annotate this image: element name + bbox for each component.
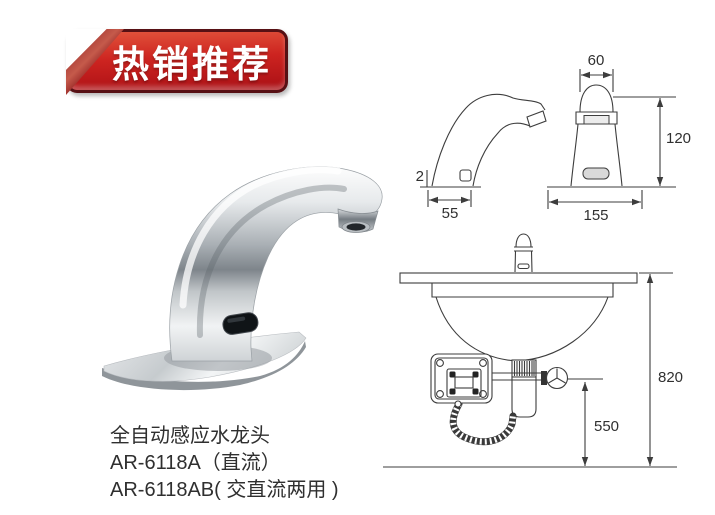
front-view-drawing: 60 120 155: [547, 52, 691, 224]
dim-body-height: 120: [666, 130, 691, 147]
dim-base-depth: 55: [442, 205, 459, 222]
product-model-dc: AR-6118A（直流）: [110, 452, 281, 474]
banner-label: 热销推荐: [112, 44, 272, 85]
dim-base-width: 155: [583, 207, 608, 224]
sensor-window: [222, 312, 259, 335]
faucet-photo-group: [102, 166, 383, 391]
dim-valve-height: 550: [594, 418, 619, 435]
product-model-acdc: AR-6118AB( 交直流两用 ): [110, 479, 339, 501]
angle-valve: [541, 366, 569, 390]
control-box: [430, 353, 493, 408]
side-view-drawing: 2 55: [416, 93, 547, 222]
dim-plate-thickness: 2: [416, 168, 424, 185]
hot-sale-banner: 热销推荐: [66, 29, 288, 95]
product-title: 全自动感应水龙头: [110, 425, 270, 447]
product-photo: [102, 166, 383, 391]
dim-counter-height: 820: [658, 369, 683, 386]
product-description: 全自动感应水龙头 AR-6118A（直流） AR-6118AB( 交直流两用 ): [110, 423, 339, 504]
dim-head-width: 60: [588, 52, 605, 69]
installation-drawing: 820 550: [383, 233, 683, 468]
